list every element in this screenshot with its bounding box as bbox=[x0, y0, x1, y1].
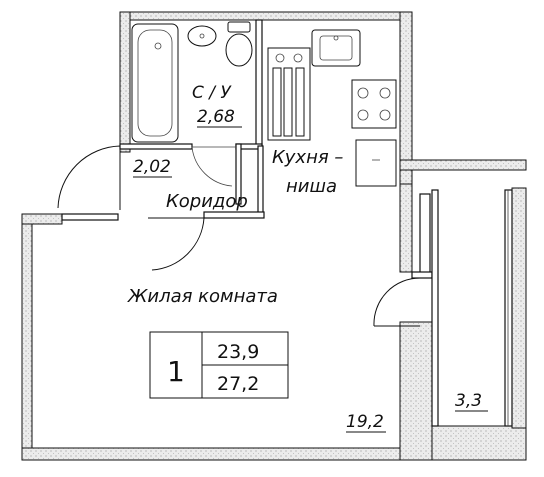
living-room-area: 19,2 bbox=[346, 412, 384, 432]
rooms-count: 1 bbox=[167, 355, 185, 388]
kitchen-fixtures bbox=[267, 29, 397, 187]
corridor-area: 2,02 bbox=[133, 157, 171, 177]
balcony-area: 3,3 bbox=[455, 391, 482, 411]
bathtub-icon bbox=[131, 23, 179, 143]
living-room-door bbox=[148, 217, 205, 271]
corridor-name: Коридор bbox=[166, 191, 248, 212]
doors bbox=[57, 145, 421, 327]
entrance-door bbox=[57, 145, 121, 210]
kitchen-name-line2: ниша bbox=[286, 176, 337, 197]
bathroom-name: С / У bbox=[192, 83, 232, 103]
kitchen-name-line1: Кухня – bbox=[272, 147, 343, 168]
living-room-name: Жилая комната bbox=[127, 286, 278, 307]
toilet-icon bbox=[227, 21, 251, 33]
room-labels: С / У 2,68 2,02 Коридор Кухня – ниша Жил… bbox=[127, 83, 488, 433]
stove-icon bbox=[267, 47, 311, 141]
living-area-value: 23,9 bbox=[217, 341, 259, 363]
kitchen-sink-icon bbox=[311, 29, 361, 67]
bathroom-door bbox=[191, 146, 236, 187]
exterior-walls bbox=[21, 11, 527, 461]
bathroom-area: 2,68 bbox=[197, 107, 235, 127]
interior-walls bbox=[61, 19, 513, 427]
fridge-icon bbox=[355, 139, 397, 187]
bathroom-fixtures bbox=[131, 21, 253, 143]
balcony-door bbox=[373, 277, 421, 327]
total-area-value: 27,2 bbox=[217, 373, 259, 395]
summary-box: 1 23,9 27,2 bbox=[149, 331, 289, 399]
sink-icon bbox=[187, 25, 217, 47]
cooktop-icon bbox=[351, 79, 397, 129]
